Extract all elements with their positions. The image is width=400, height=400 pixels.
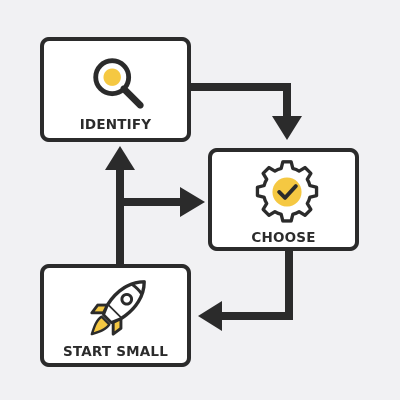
node-start-small: START SMALL: [40, 264, 191, 367]
arrowhead-into-start-small: [198, 301, 222, 331]
node-choose: CHOOSE: [208, 148, 359, 251]
node-choose-label: CHOOSE: [251, 230, 316, 246]
node-identify-label: IDENTIFY: [79, 117, 152, 133]
arrow-identify-to-choose: [190, 83, 291, 118]
arrowhead-into-choose-left: [180, 187, 205, 217]
gear-check-icon: [255, 160, 319, 223]
magnifier-icon: [93, 58, 144, 109]
rocket-icon: [90, 280, 146, 336]
arrowhead-into-choose-top: [272, 116, 302, 140]
node-identify: IDENTIFY: [40, 37, 191, 142]
arrow-choose-to-start-small: [220, 249, 293, 320]
arrowhead-into-identify: [105, 146, 135, 170]
node-start-small-label: START SMALL: [62, 344, 169, 360]
